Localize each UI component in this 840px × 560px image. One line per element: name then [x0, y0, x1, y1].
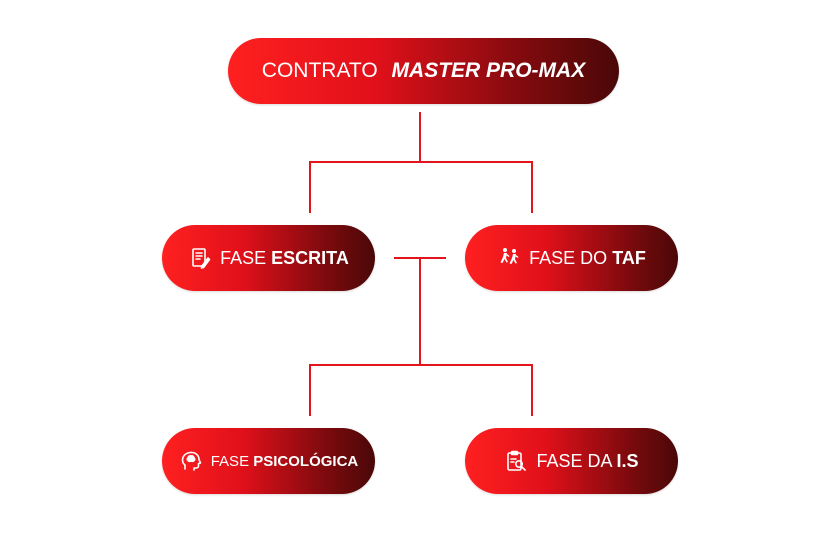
phase-node-escrita: FASE ESCRITA: [162, 225, 375, 291]
phase-taf-label-bold: TAF: [612, 247, 646, 268]
runners-icon: [497, 246, 521, 270]
main-contract-label-normal: CONTRATO: [261, 59, 384, 82]
phase-node-psicologica: FASE PSICOLÓGICA: [162, 428, 375, 494]
main-contract-label-bold: MASTER PRO-MAX: [391, 59, 586, 82]
phase-node-is: FASE DA I.S: [465, 428, 678, 494]
phase-escrita-label-bold: ESCRITA: [271, 247, 349, 268]
head-brain-icon: [179, 449, 203, 473]
phase-node-taf: FASE DO TAF: [465, 225, 678, 291]
phase-is-label-bold: I.S: [616, 450, 639, 471]
phase-psicologica-label-normal: FASE: [210, 452, 254, 470]
phase-psicologica-label-bold: PSICOLÓGICA: [253, 452, 359, 470]
phase-escrita-label-normal: FASE: [220, 247, 272, 268]
phase-is-label-normal: FASE DA: [536, 450, 617, 471]
clipboard-investigation-icon: [504, 449, 528, 473]
phase-taf-label-normal: FASE DO: [529, 247, 613, 268]
main-contract-node: CONTRATO MASTER PRO-MAX: [228, 38, 619, 104]
document-pencil-icon: [188, 246, 212, 270]
